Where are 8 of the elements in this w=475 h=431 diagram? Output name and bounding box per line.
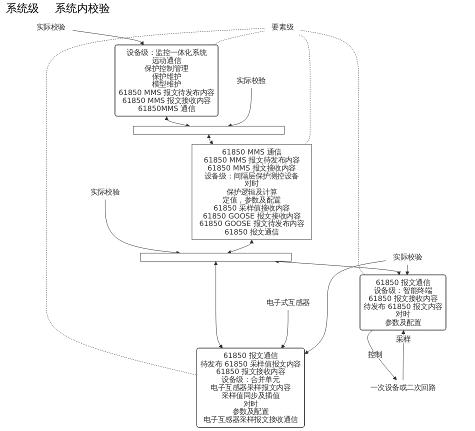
node-bar bbox=[140, 252, 292, 262]
arrow bbox=[206, 134, 214, 145]
connector bbox=[214, 30, 265, 46]
connector bbox=[300, 30, 366, 276]
region-label: 系统内校验 bbox=[55, 1, 110, 15]
connector bbox=[299, 34, 310, 145]
node-bar bbox=[133, 126, 285, 135]
region-label: 系统级 bbox=[6, 1, 39, 15]
